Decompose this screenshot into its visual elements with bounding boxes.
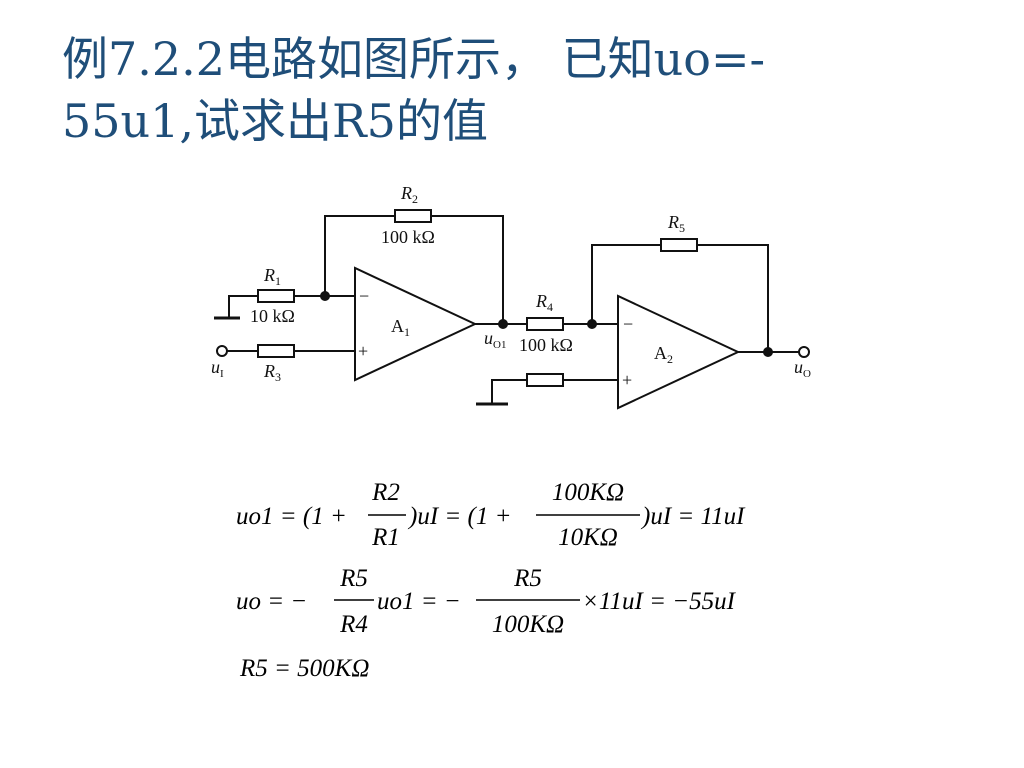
eq1-frac1-denominator: R1 xyxy=(371,524,400,551)
a2-inverting-sign: − xyxy=(623,314,633,334)
a2-plus-wire-left xyxy=(491,379,527,404)
title-line-1: 例7.2.2电路如图所示， 已知uo=- xyxy=(62,32,766,86)
r2-feedback-wire xyxy=(324,215,395,296)
a2-noninverting-sign: + xyxy=(622,370,632,390)
eq2-frac2-numerator: R5 xyxy=(513,565,542,592)
eq1-lhs: uo1 = (1 + xyxy=(236,503,347,530)
eq1-rhs: )uI = 11uI xyxy=(640,503,746,530)
eq2-frac1-numerator: R5 xyxy=(339,565,368,592)
opamp-a1 xyxy=(354,266,478,382)
eq2-mid: uo1 = − xyxy=(377,588,461,615)
eq1-frac2-numerator: 100KΩ xyxy=(552,479,624,506)
r1-wire-left xyxy=(228,295,258,318)
r2-value: 100 kΩ xyxy=(381,227,435,247)
junction-dot xyxy=(498,319,508,329)
ui-label: uI xyxy=(211,357,224,380)
r2-label: R2 xyxy=(400,183,418,206)
eq2-lhs: uo = − xyxy=(236,588,307,615)
r5-feedback-wire-left xyxy=(591,244,661,324)
r1-resistor xyxy=(257,289,295,303)
eq2-rhs: ×11uI = −55uI xyxy=(582,588,737,615)
uo-label: uO xyxy=(794,357,811,380)
r5-label: R5 xyxy=(667,212,685,235)
a2-label: A2 xyxy=(654,343,673,366)
r4-label: R4 xyxy=(535,291,553,314)
r5-resistor xyxy=(660,238,698,252)
circuit-labels: R2 100 kΩ R1 10 kΩ − + A1 uI R3 uO1 R4 1… xyxy=(211,183,811,390)
opamp-a2 xyxy=(617,294,741,410)
circuit-diagram xyxy=(214,209,810,410)
r1-value: 10 kΩ xyxy=(250,306,295,326)
junction-dot xyxy=(587,319,597,329)
r4-resistor xyxy=(526,317,564,331)
r5-feedback-wire-right xyxy=(697,244,769,352)
slide-title: 例7.2.2电路如图所示， 已知uo=- 55u1,试求出R5的值 xyxy=(62,28,962,152)
a1-noninverting-sign: + xyxy=(358,341,368,361)
r4-value: 100 kΩ xyxy=(519,335,573,355)
output-terminal-uo xyxy=(798,346,810,358)
r3-label: R3 xyxy=(263,361,281,384)
eq2-frac1-denominator: R4 xyxy=(339,611,368,638)
eq1-frac2-denominator: 10KΩ xyxy=(558,524,618,551)
r1-label: R1 xyxy=(263,265,281,288)
uo1-label: uO1 xyxy=(484,328,506,351)
title-line-2: 55u1,试求出R5的值 xyxy=(62,94,488,148)
equations: uo1 = (1 + R2 R1 )uI = (1 + 100KΩ 10KΩ )… xyxy=(236,479,746,682)
a1-label: A1 xyxy=(391,316,410,339)
eq1-mid: )uI = (1 + xyxy=(407,503,511,530)
r2-feedback-wire-right xyxy=(431,215,504,324)
r2-resistor xyxy=(394,209,432,223)
junction-dot xyxy=(320,291,330,301)
eq1-frac1-numerator: R2 xyxy=(371,479,400,506)
input-terminal-ui xyxy=(216,345,228,357)
eq3: R5 = 500KΩ xyxy=(239,655,369,682)
a1-inverting-sign: − xyxy=(359,286,369,306)
junction-dot xyxy=(763,347,773,357)
r3-resistor xyxy=(257,344,295,358)
eq2-frac2-denominator: 100KΩ xyxy=(492,611,564,638)
a2-plus-resistor xyxy=(526,373,564,387)
